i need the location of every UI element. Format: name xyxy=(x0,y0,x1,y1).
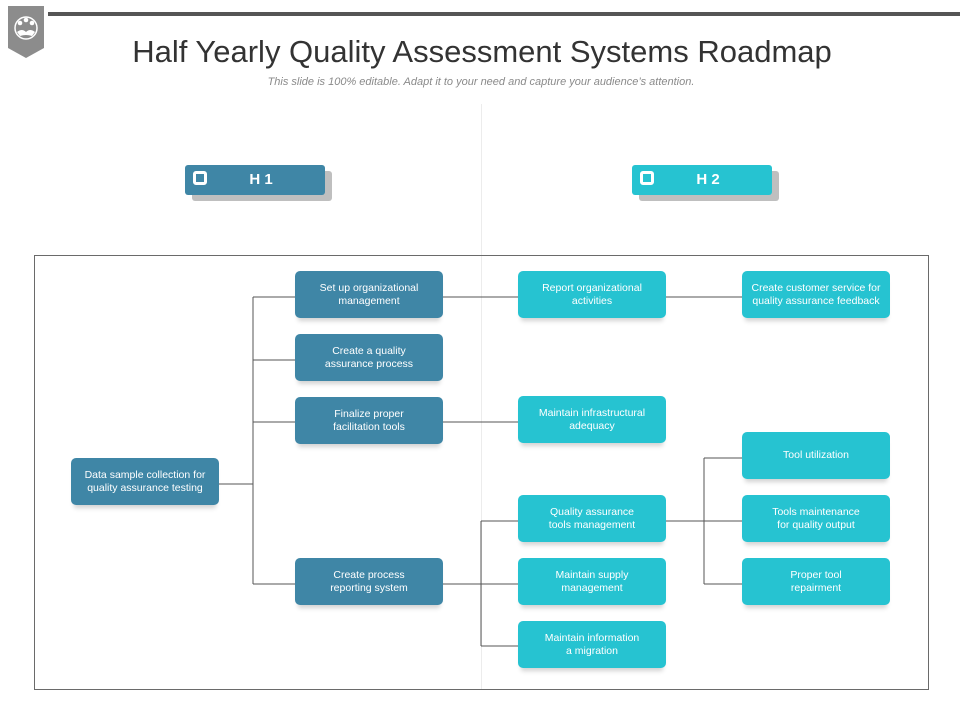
node-tool-repairment: Proper tool repairment xyxy=(742,558,890,605)
node-setup-org-management: Set up organizational management xyxy=(295,271,443,318)
top-rule xyxy=(48,12,960,16)
h1-header-badge: H 1 xyxy=(185,165,332,201)
node-information-migration: Maintain information a migration xyxy=(518,621,666,668)
node-report-org-activities: Report organizational activities xyxy=(518,271,666,318)
h1-label: H 1 xyxy=(249,171,273,188)
h2-header-badge: H 2 xyxy=(632,165,779,201)
roadmap-frame xyxy=(34,255,929,690)
page-subtitle: This slide is 100% editable. Adapt it to… xyxy=(267,76,695,88)
node-create-qa-process: Create a quality assurance process xyxy=(295,334,443,381)
node-data-sample-collection: Data sample collection for quality assur… xyxy=(71,458,219,505)
node-tools-maintenance: Tools maintenance for quality output xyxy=(742,495,890,542)
node-qa-tools-management: Quality assurance tools management xyxy=(518,495,666,542)
node-supply-management: Maintain supply management xyxy=(518,558,666,605)
h2-label: H 2 xyxy=(696,171,720,188)
node-create-reporting-system: Create process reporting system xyxy=(295,558,443,605)
node-finalize-facilitation-tools: Finalize proper facilitation tools xyxy=(295,397,443,444)
checkbox-square-icon xyxy=(640,171,654,185)
node-tool-utilization: Tool utilization xyxy=(742,432,890,479)
checkbox-square-icon xyxy=(193,171,207,185)
teamwork-handshake-icon xyxy=(8,6,44,58)
node-customer-service-feedback: Create customer service for quality assu… xyxy=(742,271,890,318)
page-title: Half Yearly Quality Assessment Systems R… xyxy=(132,34,832,69)
half-divider xyxy=(481,104,482,690)
node-infrastructural-adequacy: Maintain infrastructural adequacy xyxy=(518,396,666,443)
